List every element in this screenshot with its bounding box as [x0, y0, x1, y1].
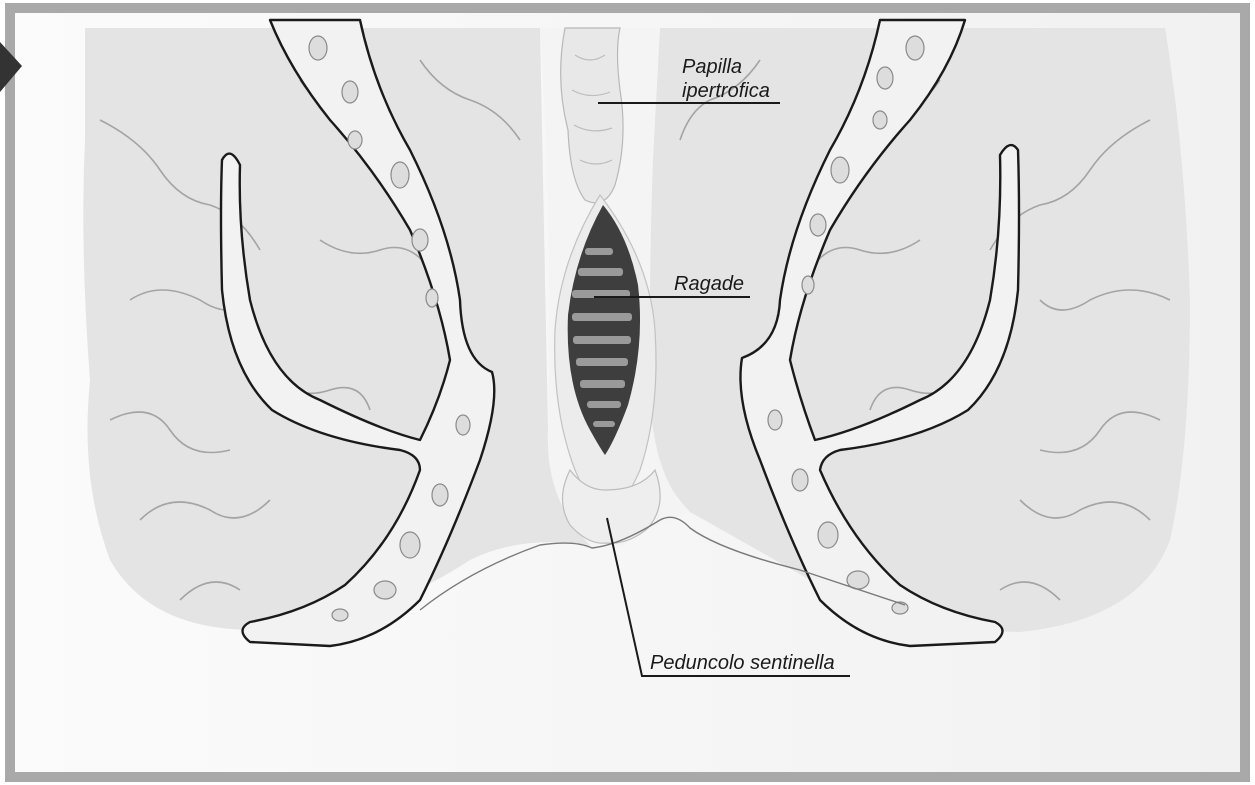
label-ragade: Ragade: [674, 273, 744, 295]
label-peduncolo: Peduncolo sentinella: [650, 652, 835, 674]
label-papilla-line1: Papilla: [682, 56, 742, 78]
label-papilla-line2: ipertrofica: [682, 80, 770, 102]
